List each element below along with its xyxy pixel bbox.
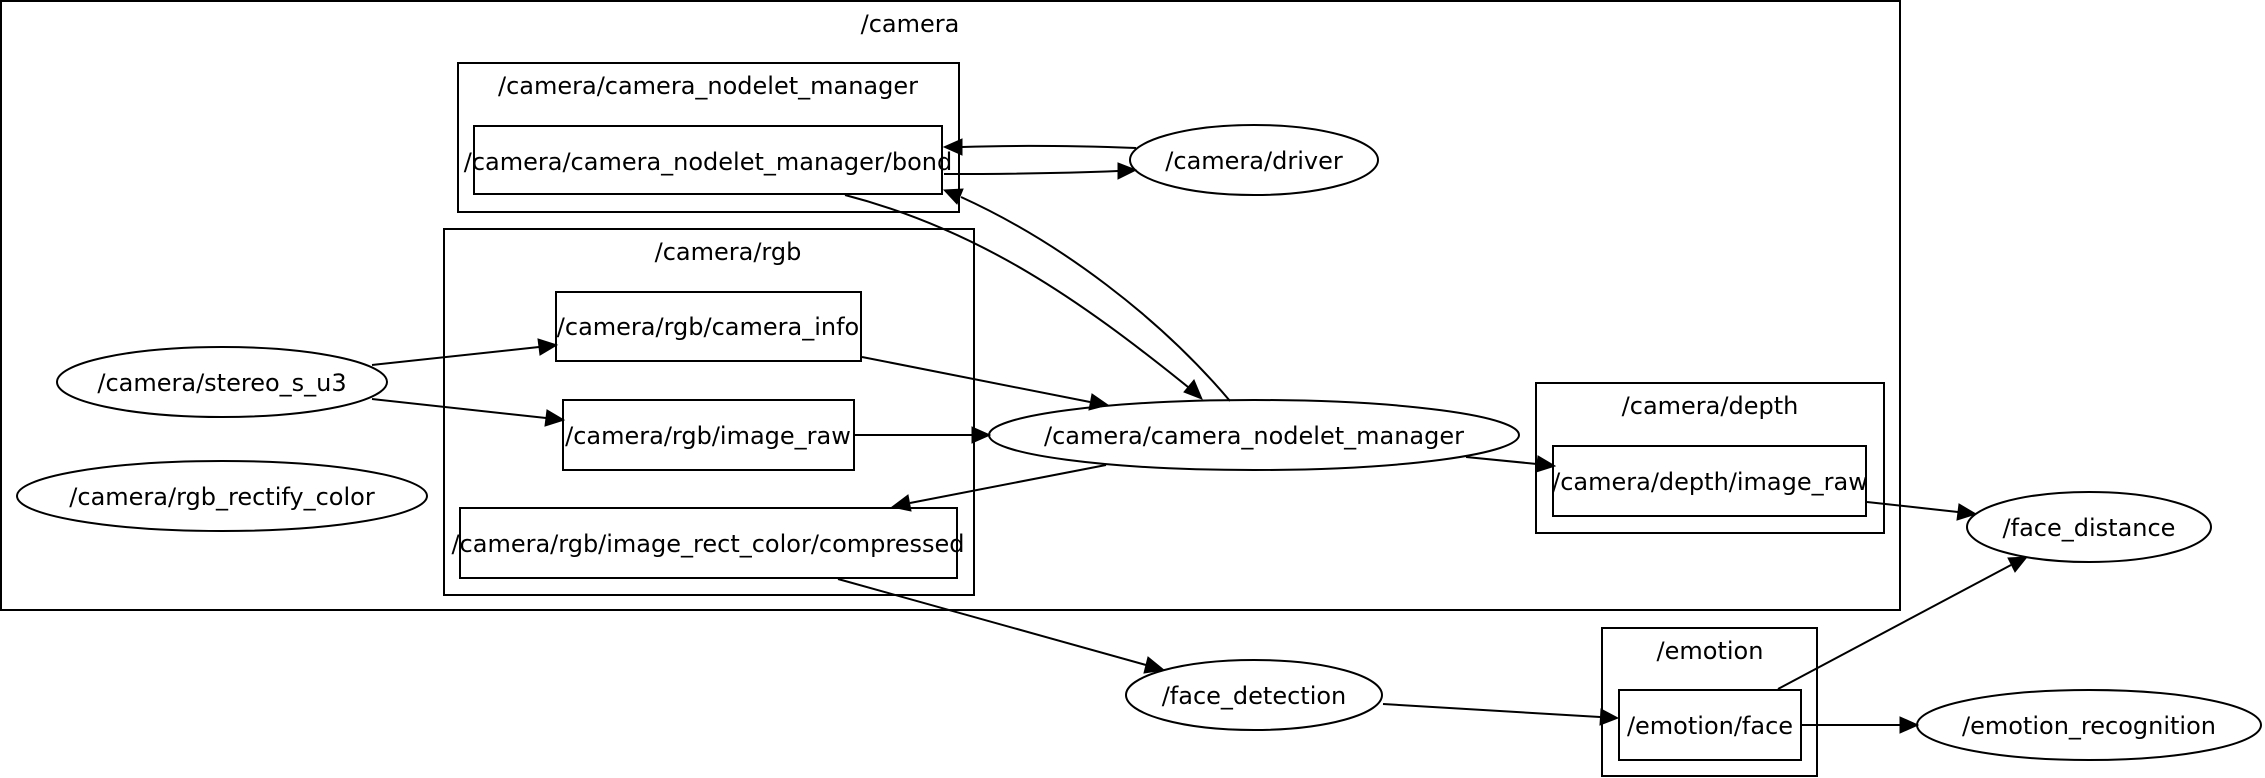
edge-image-rect-to-face-detection	[837, 578, 1166, 674]
node-nodelet-manager[interactable]: /camera/camera_nodelet_manager	[988, 399, 1520, 471]
topic-image-rect[interactable]: /camera/rgb/image_rect_color/compressed	[451, 507, 965, 579]
topic-camera-info-label: /camera/rgb/camera_info	[557, 313, 859, 341]
topic-image-raw[interactable]: /camera/rgb/image_raw	[562, 399, 855, 471]
cluster-emotion-label: /emotion	[1657, 637, 1764, 665]
topic-bond[interactable]: /camera/camera_nodelet_manager/bond	[464, 125, 952, 195]
topic-bond-label: /camera/camera_nodelet_manager/bond	[464, 148, 952, 176]
edges	[371, 138, 2029, 734]
edge-stereo-to-camera-info	[371, 338, 559, 366]
cluster-rgb: /camera/rgb	[443, 228, 975, 596]
edge-emotion-face-to-emotion-recognition	[1802, 716, 1920, 734]
topic-depth-raw[interactable]: /camera/depth/image_raw	[1552, 445, 1868, 517]
edge-emotion-face-to-face-distance	[1777, 556, 2029, 690]
edge-nodelet-manager-to-image-rect	[890, 464, 1107, 512]
topic-emotion-face-label: /emotion/face	[1627, 712, 1793, 740]
cluster-camera: /camera	[0, 0, 1901, 611]
node-emotion-recognition[interactable]: /emotion_recognition	[1916, 689, 2262, 761]
node-stereo-label: /camera/stereo_s_u3	[97, 369, 346, 397]
node-face-distance-label: /face_distance	[2003, 514, 2176, 542]
edge-driver-to-bond	[942, 138, 1137, 156]
cluster-depth: /camera/depth	[1535, 382, 1885, 534]
cluster-nodelet-manager-label: /camera/camera_nodelet_manager	[498, 72, 918, 100]
node-face-detection[interactable]: /face_detection	[1125, 659, 1383, 731]
edge-depth-raw-to-face-distance	[1866, 501, 1978, 521]
cluster-rgb-label: /camera/rgb	[655, 238, 802, 266]
edge-face-detection-to-emotion-face	[1382, 703, 1620, 726]
node-face-detection-label: /face_detection	[1162, 682, 1347, 710]
edge-image-raw-to-nodelet-manager	[854, 426, 992, 444]
node-rectify[interactable]: /camera/rgb_rectify_color	[16, 460, 428, 532]
cluster-camera-label: /camera	[861, 10, 960, 38]
node-stereo[interactable]: /camera/stereo_s_u3	[56, 346, 388, 418]
topic-emotion-face[interactable]: /emotion/face	[1618, 689, 1802, 761]
topic-image-raw-label: /camera/rgb/image_raw	[565, 422, 851, 450]
node-emotion-recognition-label: /emotion_recognition	[1962, 712, 2216, 740]
topic-image-rect-label: /camera/rgb/image_rect_color/compressed	[451, 530, 964, 558]
node-face-distance[interactable]: /face_distance	[1966, 491, 2212, 563]
cluster-depth-label: /camera/depth	[1622, 392, 1799, 420]
cluster-emotion: /emotion	[1601, 627, 1818, 777]
topic-camera-info[interactable]: /camera/rgb/camera_info	[555, 291, 862, 362]
edge-stereo-to-image-raw	[371, 398, 566, 427]
node-driver[interactable]: /camera/driver	[1129, 124, 1379, 196]
node-rectify-label: /camera/rgb_rectify_color	[69, 483, 375, 511]
edge-bond-to-driver	[943, 162, 1138, 180]
edge-bond-to-nodelet-manager	[844, 194, 1203, 400]
edge-nodelet-manager-to-bond	[942, 188, 1231, 402]
topic-depth-raw-label: /camera/depth/image_raw	[1552, 468, 1868, 496]
edge-nodelet-manager-to-depth-raw	[1465, 455, 1557, 473]
cluster-nodelet-manager: /camera/camera_nodelet_manager	[457, 62, 960, 213]
edge-camera-info-to-nodelet-manager	[861, 356, 1110, 411]
node-driver-label: /camera/driver	[1165, 147, 1343, 175]
node-nodelet-manager-label: /camera/camera_nodelet_manager	[1044, 422, 1464, 450]
